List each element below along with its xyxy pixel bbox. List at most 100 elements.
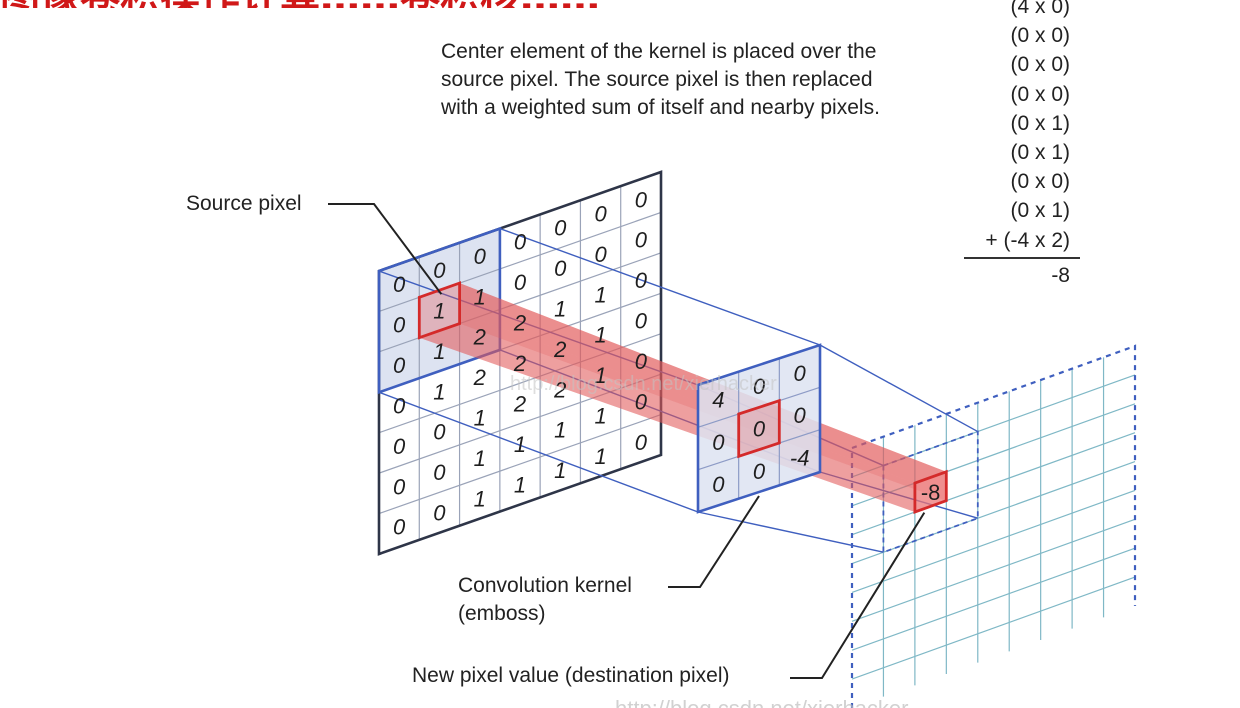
source-grid-line: [378, 414, 662, 515]
source-matrix-value: 1: [594, 404, 606, 429]
source-matrix-value: 2: [553, 377, 566, 402]
source-matrix-value: 0: [594, 242, 607, 267]
kernel-beam-overlay: [738, 400, 780, 457]
source-matrix-value: 0: [393, 393, 406, 418]
calc-term: (0 x 0): [1010, 170, 1070, 194]
source-matrix-value: 0: [554, 256, 567, 281]
kernel-matrix-value: 0: [712, 472, 725, 497]
source-matrix-value: 2: [473, 325, 486, 350]
kernel-matrix-value: 0: [712, 430, 725, 455]
dest-window-outline: [882, 430, 979, 554]
source-matrix-value: 0: [393, 474, 406, 499]
dest-grid-line: [851, 576, 1136, 680]
projection-line: [819, 471, 978, 519]
dest-grid-line: [851, 518, 1136, 622]
dest-grid-line: [851, 374, 1136, 478]
source-matrix-value: 0: [635, 228, 648, 253]
kernel-leader: [668, 495, 760, 588]
source-matrix-value: 1: [474, 446, 486, 471]
destination-pixel-value: -8: [921, 480, 941, 505]
source-matrix-value: 0: [635, 268, 648, 293]
watermark-bottom: http://blog.csdn.net/xierhacker: [615, 696, 909, 708]
projection-line: [697, 511, 884, 553]
projection-line: [378, 270, 699, 386]
chinese-title: 图像卷积操作计算……卷积核……: [0, 0, 880, 8]
dest-grid-line: [851, 489, 1136, 594]
calc-term: + (-4 x 2): [985, 228, 1070, 252]
dest-pixel-highlight: [913, 469, 948, 514]
source-image-grid: [377, 170, 663, 556]
source-pixel-highlight: [417, 281, 462, 340]
calc-term: (0 x 1): [1010, 111, 1070, 135]
caption-text: Center element of the kernel is placed o…: [441, 40, 880, 119]
source-matrix-value: 1: [474, 284, 486, 309]
source-matrix-value: 0: [393, 272, 406, 297]
source-matrix-value: 2: [513, 351, 526, 376]
source-matrix-value: 0: [393, 515, 406, 540]
destination-value: -8: [921, 480, 941, 505]
source-matrix-value: 0: [514, 270, 527, 295]
source-matrix-value: 0: [433, 258, 446, 283]
source-matrix-value: 0: [635, 349, 648, 374]
source-matrix-value: 1: [433, 339, 445, 364]
source-matrix-value: 2: [473, 365, 486, 390]
kernel-border: [696, 343, 822, 514]
calc-term: (0 x 1): [1010, 140, 1070, 164]
sum-rule: [964, 256, 1080, 259]
dest-grid-line: [851, 403, 1136, 507]
source-matrix-value: 1: [594, 282, 606, 307]
calc-term: (4 x 0): [1010, 0, 1070, 18]
destination-grid: [850, 344, 1137, 708]
projection-line: [819, 344, 979, 433]
source-matrix-value: 2: [513, 391, 526, 416]
source-matrix-value: 1: [433, 298, 445, 323]
source-matrix-value: 0: [635, 389, 648, 414]
dest-grid-line: [851, 547, 1136, 651]
source-matrix-value: 1: [474, 406, 486, 431]
source-matrix-value: 0: [635, 187, 648, 212]
source-grid-line: [378, 373, 662, 474]
new-pixel-label: New pixel value (destination pixel): [412, 664, 730, 687]
source-matrix-value: 1: [554, 418, 566, 443]
leader-lines: [328, 203, 926, 679]
source-matrix-value: 1: [554, 296, 566, 321]
source-matrix-value: 0: [393, 434, 406, 459]
chinese-title-text: 图像卷积操作计算……卷积核……: [0, 0, 880, 8]
source-grid-line: [378, 333, 662, 434]
kernel-sublabel: (emboss): [458, 602, 546, 625]
kernel-matrix-value: 0: [794, 403, 807, 428]
watermark-center: http://blog.csdn.net/xierhacker: [510, 373, 777, 395]
source-matrix-value: 1: [594, 444, 606, 469]
kernel-label: Convolution kernel: [458, 574, 632, 597]
new-pixel-leader: [790, 512, 926, 679]
calc-result: -8: [1051, 263, 1070, 287]
kernel-matrix-value: 0: [753, 374, 766, 399]
source-matrix-value: 0: [433, 501, 446, 526]
source-matrix-value: 0: [594, 201, 607, 226]
calc-term: (0 x 1): [1010, 199, 1070, 223]
source-matrix-value: 0: [433, 420, 446, 445]
dest-grid-line: [851, 432, 1136, 536]
source-matrix-value: 0: [514, 230, 527, 255]
kernel-matrix-value: 4: [712, 388, 724, 413]
source-matrix-value: 1: [554, 458, 566, 483]
source-grid-border: [377, 170, 663, 556]
source-matrix-value: 1: [594, 323, 606, 348]
dest-grid-border: [850, 344, 1137, 708]
source-matrix-value: 1: [594, 363, 606, 388]
source-pixel-leader: [328, 203, 443, 295]
source-matrix-value: 1: [514, 472, 526, 497]
kernel-matrix-value: 0: [753, 417, 766, 442]
calculation-column: (4 x 0)(0 x 0)(0 x 0)(0 x 0)(0 x 1)(0 x …: [960, 0, 1080, 290]
source-matrix-value: 2: [553, 337, 566, 362]
source-matrix-value: 0: [393, 313, 406, 338]
kernel-fill: [698, 345, 820, 512]
source-matrix-value: 0: [474, 244, 487, 269]
convolution-kernel-grid: [696, 343, 822, 514]
source-matrix-value: 0: [433, 460, 446, 485]
kernel-matrix-value: 0: [794, 361, 807, 386]
source-matrix-value: 0: [554, 216, 567, 241]
source-matrix-value: 2: [513, 311, 526, 336]
kernel-center-highlight: [737, 398, 781, 459]
